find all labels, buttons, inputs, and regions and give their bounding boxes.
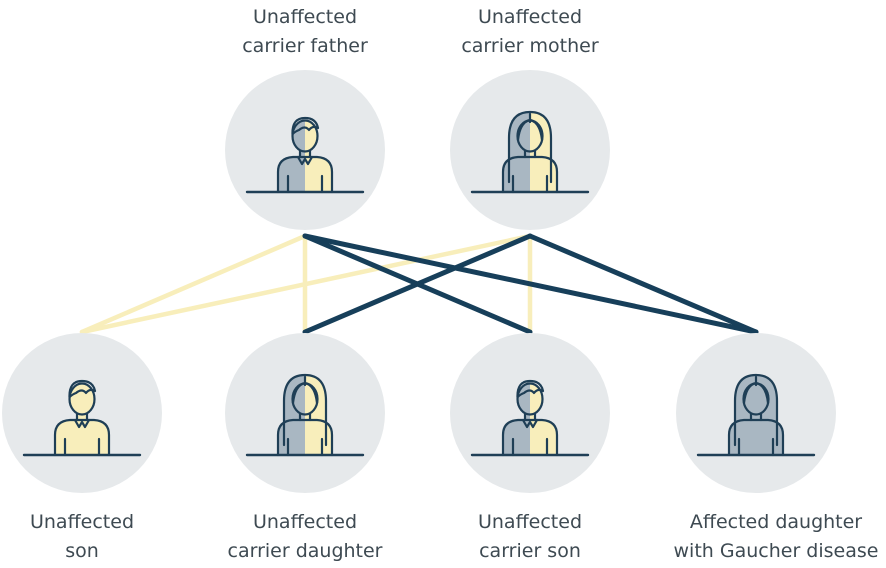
label-daughter-carrier-label-line1: Unaffected — [252, 511, 358, 533]
label-son-unaffected-label-line1: Unaffected — [29, 511, 135, 533]
node-son-unaffected — [2, 333, 162, 493]
node-son-carrier — [450, 333, 610, 493]
node-father — [225, 70, 385, 230]
female-icon — [727, 373, 785, 457]
gaucher-allele-line-father-to-son-carrier — [302, 233, 533, 335]
female-icon — [276, 373, 334, 457]
normal-allele-line-father-to-son-unaffected — [79, 233, 308, 335]
node-mother — [450, 70, 610, 230]
gaucher-allele-line-mother-to-daughter-affected — [527, 233, 759, 335]
label-son-unaffected: Unaffected son — [0, 508, 212, 566]
gaucher-allele-lines — [302, 233, 759, 335]
label-daughter-carrier: Unaffected carrier daughter — [175, 508, 435, 566]
label-mother-label-line2: carrier mother — [461, 35, 599, 57]
node-daughter-affected — [676, 333, 836, 493]
label-daughter-affected-label-line1: Affected daughter — [689, 511, 863, 533]
label-son-unaffected-label-line2: son — [65, 540, 99, 562]
label-daughter-affected-label-line2: with Gaucher disease — [673, 540, 879, 562]
label-daughter-affected: Affected daughter with Gaucher disease — [646, 508, 886, 566]
male-icon — [53, 379, 111, 457]
male-icon — [276, 116, 334, 194]
normal-allele-lines — [79, 233, 533, 335]
female-icon — [501, 110, 559, 194]
male-icon — [501, 379, 559, 457]
gaucher-allele-line-father-to-daughter-affected — [302, 233, 759, 335]
label-daughter-carrier-label-line2: carrier daughter — [227, 540, 383, 562]
label-son-carrier: Unaffected carrier son — [400, 508, 660, 566]
label-father: Unaffected carrier father — [175, 3, 435, 61]
label-son-carrier-label-line1: Unaffected — [477, 511, 583, 533]
label-mother: Unaffected carrier mother — [400, 3, 660, 61]
node-daughter-carrier — [225, 333, 385, 493]
label-son-carrier-label-line2: carrier son — [479, 540, 581, 562]
label-father-label-line2: carrier father — [242, 35, 368, 57]
family-members — [2, 70, 836, 493]
label-mother-label-line1: Unaffected — [477, 6, 583, 28]
label-father-label-line1: Unaffected — [252, 6, 358, 28]
